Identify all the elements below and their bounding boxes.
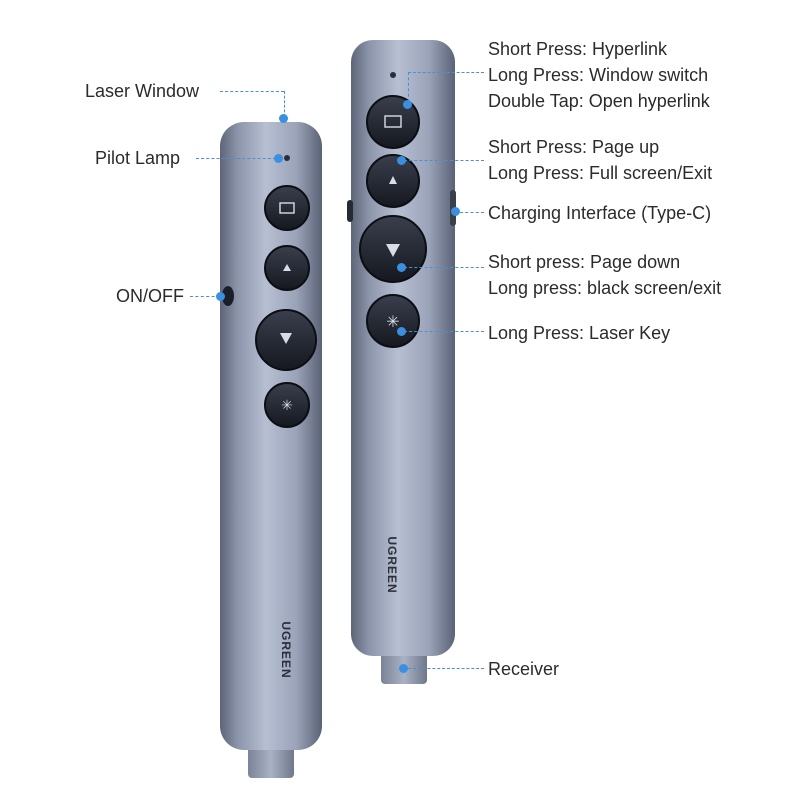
up-arrow-icon [283,264,291,271]
right-side-switch [347,200,353,222]
on-off-leader [190,296,220,297]
down-arrow-icon [280,333,292,344]
page-down-key-label: Short press: Page down Long press: black… [488,249,721,301]
receiver-dot [399,664,408,673]
page-up-leader [404,160,484,161]
on-off-label: ON/OFF [116,286,184,306]
laser-key-label: Long Press: Laser Key [488,323,671,343]
hyperlink-line-2: Long Press: Window switch [488,65,709,85]
laser-key-leader [404,331,484,332]
hyperlink-key-label: Short Press: Hyperlink Long Press: Windo… [488,36,710,114]
window-icon [279,202,295,214]
page-down-dot [397,263,406,272]
charging-leader [460,212,484,213]
page-down-line-2: Long press: black screen/exit [488,278,722,298]
laser-key-dot [397,327,406,336]
receiver-label: Receiver [488,659,560,679]
right-hyperlink-button [366,95,420,149]
window-icon [384,115,402,128]
left-pilot-lamp [284,155,290,161]
laser-star-icon: ✳ [386,312,399,331]
laser-window-label: Laser Window [85,81,200,101]
pilot-lamp-label: Pilot Lamp [95,148,181,168]
hyperlink-line-1: Short Press: Hyperlink [488,39,668,59]
page-up-key-label: Short Press: Page up Long Press: Full sc… [488,134,712,186]
page-down-leader [404,267,484,268]
pilot-lamp-dot [274,154,283,163]
charging-dot [451,207,460,216]
right-pilot-lamp [390,72,396,78]
up-arrow-icon [389,176,397,184]
right-presenter: ✳ UGREEN [347,40,456,684]
page-down-line-1: Short press: Page down [488,252,681,272]
left-power-switch [222,286,234,306]
laser-window-dot [279,114,288,123]
charging-label: Charging Interface (Type-C) [488,203,712,223]
left-laser-button [264,382,310,428]
hyperlink-leader-drop [408,72,409,102]
left-brand-text: UGREEN [279,621,293,678]
receiver-leader [408,668,484,669]
on-off-dot [216,292,225,301]
pilot-lamp-leader [196,158,276,159]
hyperlink-line-3: Double Tap: Open hyperlink [488,91,710,111]
hyperlink-leader [408,72,484,73]
left-hyperlink-button [264,185,310,231]
laser-window-leader [220,91,284,92]
laser-window-leader-drop [284,91,285,117]
page-up-line-2: Long Press: Full screen/Exit [488,163,713,183]
left-presenter: ✳ UGREEN [220,122,322,778]
hyperlink-dot [403,100,412,109]
page-up-line-1: Short Press: Page up [488,137,660,157]
page-up-dot [397,156,406,165]
right-laser-button [366,294,420,348]
down-arrow-icon [386,244,400,257]
laser-star-icon: ✳ [281,398,293,414]
right-brand-text: UGREEN [385,536,399,593]
